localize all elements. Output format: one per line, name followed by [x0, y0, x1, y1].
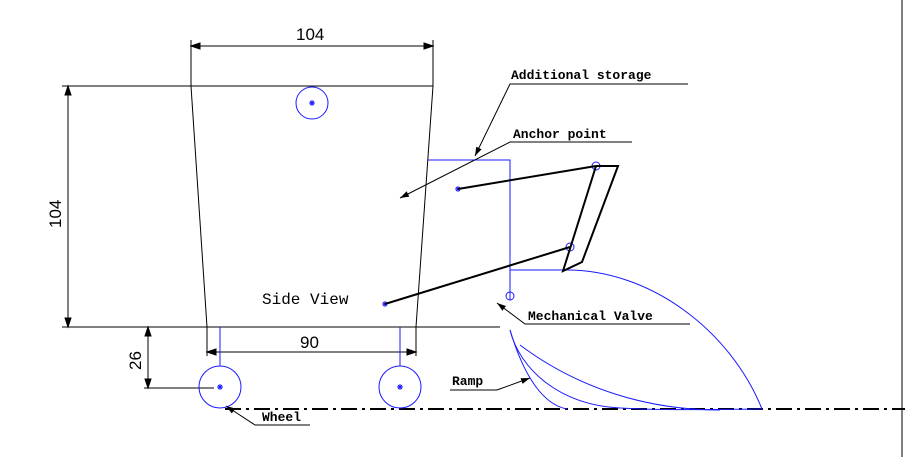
dimension-top-width	[189, 40, 435, 86]
dimension-height-label: 104	[46, 200, 65, 228]
ramp-arc-inner	[509, 329, 763, 411]
leader-lines	[225, 83, 690, 426]
label-wheel: Wheel	[262, 410, 301, 425]
dimension-height	[62, 84, 191, 329]
ramp-arc-lower	[509, 329, 568, 410]
label-ramp: Ramp	[452, 374, 483, 389]
label-mechanical-valve: Mechanical Valve	[528, 309, 653, 324]
container-body	[68, 85, 500, 328]
dimension-bottom-width	[205, 327, 418, 356]
top-pivot-circle	[295, 86, 329, 120]
dimension-wheel-offset	[144, 325, 214, 390]
label-anchor-point: Anchor point	[513, 127, 607, 142]
dimension-top-width-label: 104	[296, 25, 324, 44]
dimension-wheel-offset-label: 26	[126, 351, 145, 370]
linkage-arm	[384, 165, 620, 305]
construction-geometry	[198, 86, 763, 411]
label-side-view: Side View	[262, 291, 349, 309]
ramp-sweep	[519, 344, 721, 411]
center-markers	[217, 100, 601, 390]
dimension-bottom-width-label: 90	[300, 333, 319, 352]
ramp-arc-outer	[566, 269, 763, 410]
additional-storage-outline	[428, 159, 511, 300]
label-additional-storage: Additional storage	[511, 68, 652, 83]
mechanical-valve-circle	[505, 291, 515, 301]
